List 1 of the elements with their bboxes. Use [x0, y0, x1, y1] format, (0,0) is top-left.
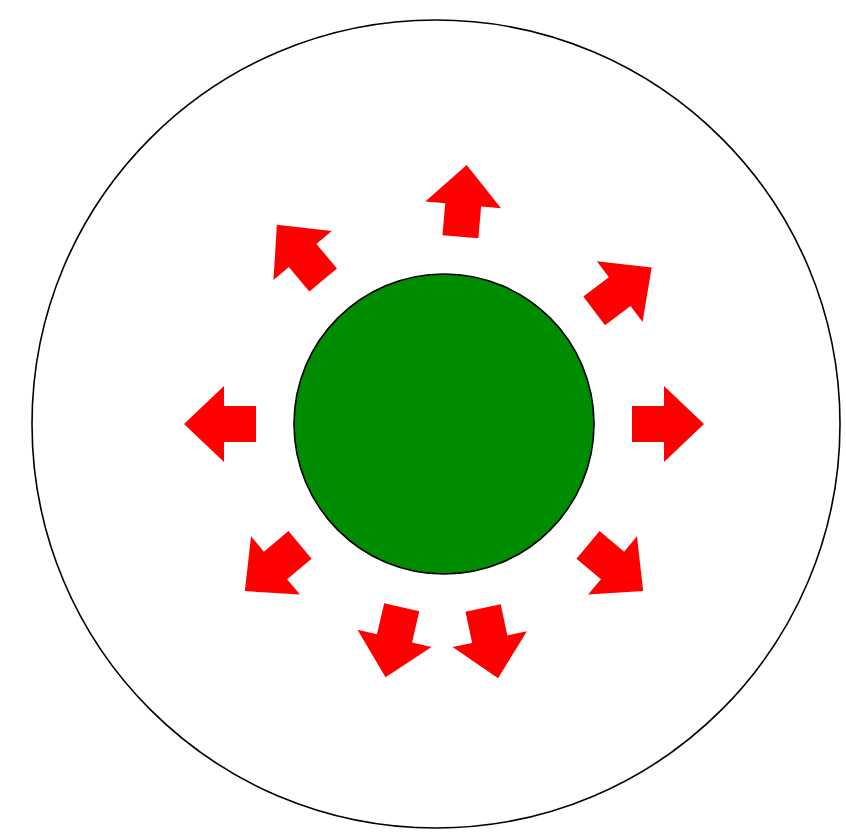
filled-circle — [293, 273, 595, 575]
